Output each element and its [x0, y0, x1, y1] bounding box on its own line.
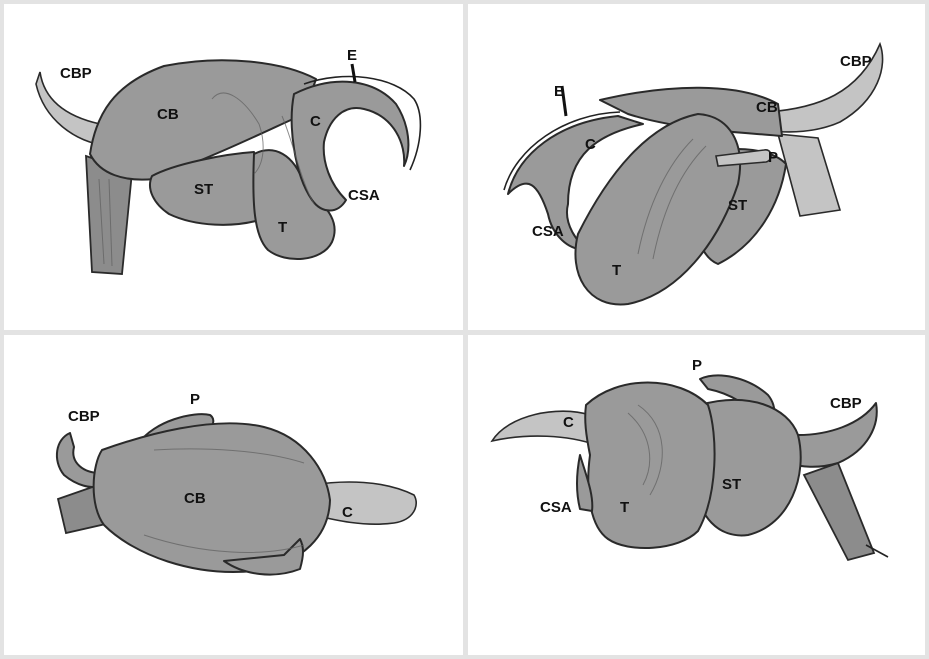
- label-e: E: [554, 83, 564, 100]
- label-c: C: [585, 136, 596, 153]
- panel-top-right: CBP E CB C P ST CSA T: [468, 4, 925, 330]
- label-c: C: [310, 113, 321, 130]
- label-p: P: [768, 149, 778, 166]
- conductor: [492, 411, 596, 445]
- label-c: C: [342, 504, 353, 521]
- label-cb: CB: [184, 490, 206, 507]
- label-cbp: CBP: [840, 53, 872, 70]
- label-t: T: [620, 499, 629, 516]
- label-p: P: [190, 391, 200, 408]
- tegulum: [575, 114, 740, 304]
- panel-bottom-right: P CBP C ST CSA T: [468, 335, 925, 655]
- palp-drawing-3: CBP P CB C: [4, 335, 463, 655]
- label-csa: CSA: [532, 223, 564, 240]
- e-pointer: [352, 64, 355, 82]
- label-st: ST: [728, 197, 747, 214]
- label-e: E: [347, 47, 357, 64]
- label-t: T: [278, 219, 287, 236]
- label-cbp: CBP: [60, 65, 92, 82]
- label-cbp: CBP: [830, 395, 862, 412]
- palp-drawing-1: CBP E CB C ST CSA T: [4, 4, 463, 330]
- label-p: P: [692, 357, 702, 374]
- label-st: ST: [194, 181, 213, 198]
- label-st: ST: [722, 476, 741, 493]
- label-t: T: [612, 262, 621, 279]
- tibia-stalk: [804, 463, 874, 560]
- label-cb: CB: [756, 99, 778, 116]
- label-csa: CSA: [348, 187, 380, 204]
- tibia-stalk: [778, 134, 840, 216]
- label-cb: CB: [157, 106, 179, 123]
- panel-bottom-left: CBP P CB C: [4, 335, 463, 655]
- palp-drawing-4: P CBP C ST CSA T: [468, 335, 925, 655]
- panel-top-left: CBP E CB C ST CSA T: [4, 4, 463, 330]
- label-csa: CSA: [540, 499, 572, 516]
- label-c: C: [563, 414, 574, 431]
- palp-drawing-2: CBP E CB C P ST CSA T: [468, 4, 925, 330]
- label-cbp: CBP: [68, 408, 100, 425]
- tegulum: [585, 383, 714, 549]
